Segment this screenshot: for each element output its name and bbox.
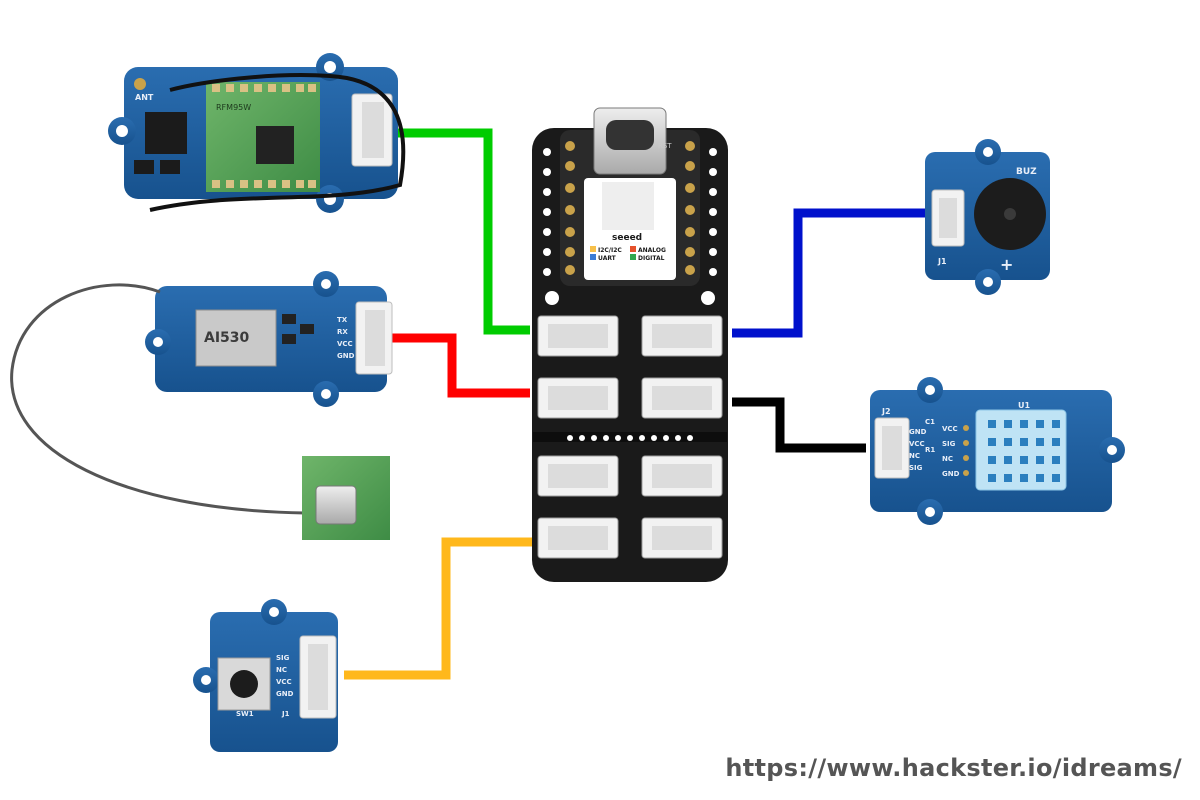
gps-pin-rx: RX xyxy=(337,328,348,336)
dht-pin-left-nc: NC xyxy=(909,452,920,460)
button-pin-gnd: GND xyxy=(276,690,294,698)
xiao-grove-shield: RST seeed I2C/I2C UART ANALOG DIGITAL xyxy=(532,107,728,582)
lora-chip-text: RFM95W xyxy=(216,103,251,112)
button-sw-label: SW1 xyxy=(236,710,254,718)
dht-pin-left-sig: SIG xyxy=(909,464,923,472)
dht-r-label: R1 xyxy=(925,446,935,454)
dht-pin-left-vcc: VCC xyxy=(909,440,925,448)
wire-yellow xyxy=(344,537,532,680)
xiao-legend-i2c: I2C/I2C xyxy=(598,247,622,254)
xiao-reset-label: RST xyxy=(658,142,672,150)
dht-c-label: C1 xyxy=(925,418,935,426)
dht-module: J2 U1 C1 R1 GND VCC NC SIG VCC SIG NC GN… xyxy=(870,377,1125,525)
dht-u-label: U1 xyxy=(1018,401,1030,410)
button-pin-vcc: VCC xyxy=(276,678,292,686)
dht-pin-right-nc: NC xyxy=(942,455,953,463)
button-pin-sig: SIG xyxy=(276,654,290,662)
dht-pin-left-gnd: GND xyxy=(909,428,927,436)
gps-antenna-cable xyxy=(10,283,306,515)
buzzer-part-label: BUZ xyxy=(1016,167,1037,177)
lora-antenna-label: ANT xyxy=(135,93,154,102)
gps-module: AI530 TX RX VCC GND xyxy=(10,271,393,540)
xiao-legend-digital: DIGITAL xyxy=(638,255,665,262)
push-button-cap xyxy=(230,670,258,698)
gps-receiver-can xyxy=(195,309,277,367)
xiao-brand: seeed xyxy=(612,233,642,243)
lora-mcu-chip xyxy=(145,112,187,154)
xiao-legend-analog: ANALOG xyxy=(638,247,666,254)
wires xyxy=(344,128,930,680)
dht-sensor-body xyxy=(975,409,1067,491)
grove-ports-bottom xyxy=(537,455,723,559)
buzzer-plus-sign: + xyxy=(1000,255,1013,274)
wire-green xyxy=(392,128,530,335)
button-pin-nc: NC xyxy=(276,666,287,674)
gps-chip-text: AI530 xyxy=(204,330,250,346)
antenna-pad xyxy=(134,78,146,90)
wire-black xyxy=(732,397,866,453)
gps-pin-vcc: VCC xyxy=(337,340,353,348)
wire-red xyxy=(392,333,530,398)
xiao-legend-uart: UART xyxy=(598,255,617,262)
buzzer-j-label: J1 xyxy=(937,257,947,266)
gps-pin-tx: TX xyxy=(337,316,348,324)
source-url: https://www.hackster.io/idreams/ xyxy=(725,754,1182,782)
button-j-label: J1 xyxy=(281,710,290,718)
dht-pin-right-gnd: GND xyxy=(942,470,960,478)
dht-j-label: J2 xyxy=(881,407,891,416)
dht-pin-right-sig: SIG xyxy=(942,440,956,448)
lora-rf-chip xyxy=(256,126,294,164)
lora-module: ANT RFM95W xyxy=(108,53,406,213)
lora-wire-antenna xyxy=(149,73,406,212)
button-module: SIG NC VCC GND J1 SW1 xyxy=(193,599,338,752)
dht-pin-right-vcc: VCC xyxy=(942,425,958,433)
grove-ports-top xyxy=(537,315,723,419)
wire-blue xyxy=(732,208,930,338)
buzzer-module: BUZ J1 + xyxy=(925,139,1050,295)
gps-pin-gnd: GND xyxy=(337,352,355,360)
